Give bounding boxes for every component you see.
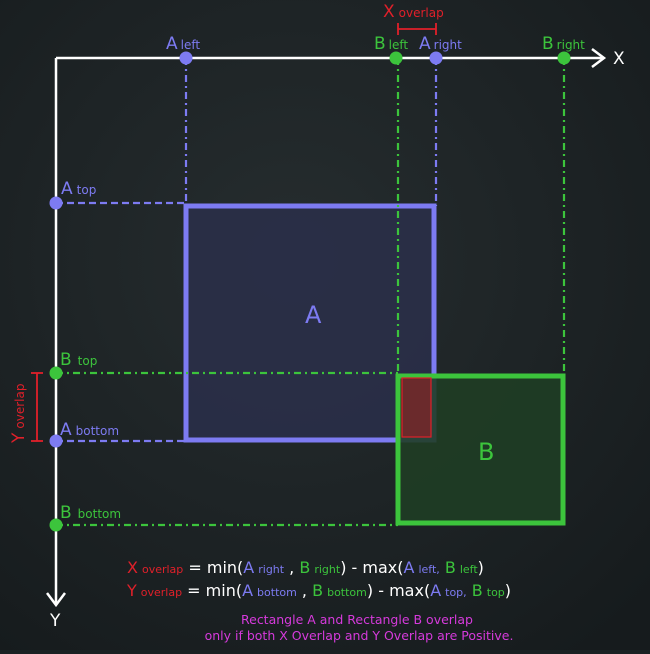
rectangle-a-name: A — [305, 301, 322, 329]
a-bottom-dot — [49, 434, 63, 448]
rectangle-a — [183, 203, 437, 443]
note-line-1: Rectangle A and Rectangle B overlap — [241, 612, 473, 627]
b-right-dot — [557, 51, 571, 65]
a-top-dot — [49, 196, 63, 210]
y-overlap-label: Yoverlap — [9, 384, 29, 444]
x-axis-arrow — [591, 48, 607, 68]
rectangle-b — [395, 373, 566, 526]
axes — [46, 48, 607, 608]
b-left-dot — [389, 51, 403, 65]
a-left-dot — [179, 51, 193, 65]
y-overlap-bracket — [31, 372, 43, 442]
x-overlap-bracket — [397, 23, 437, 35]
b-top-dot — [49, 366, 63, 380]
y-axis-label: Y — [49, 611, 61, 631]
overlap-region — [401, 377, 432, 438]
note-line-2: only if both X Overlap and Y Overlap are… — [205, 628, 514, 643]
a-right-dot — [429, 51, 443, 65]
b-bottom-dot — [49, 518, 63, 532]
y-axis-arrow — [46, 592, 66, 608]
x-axis-label: X — [613, 49, 625, 69]
rectangle-b-name: B — [478, 438, 494, 466]
